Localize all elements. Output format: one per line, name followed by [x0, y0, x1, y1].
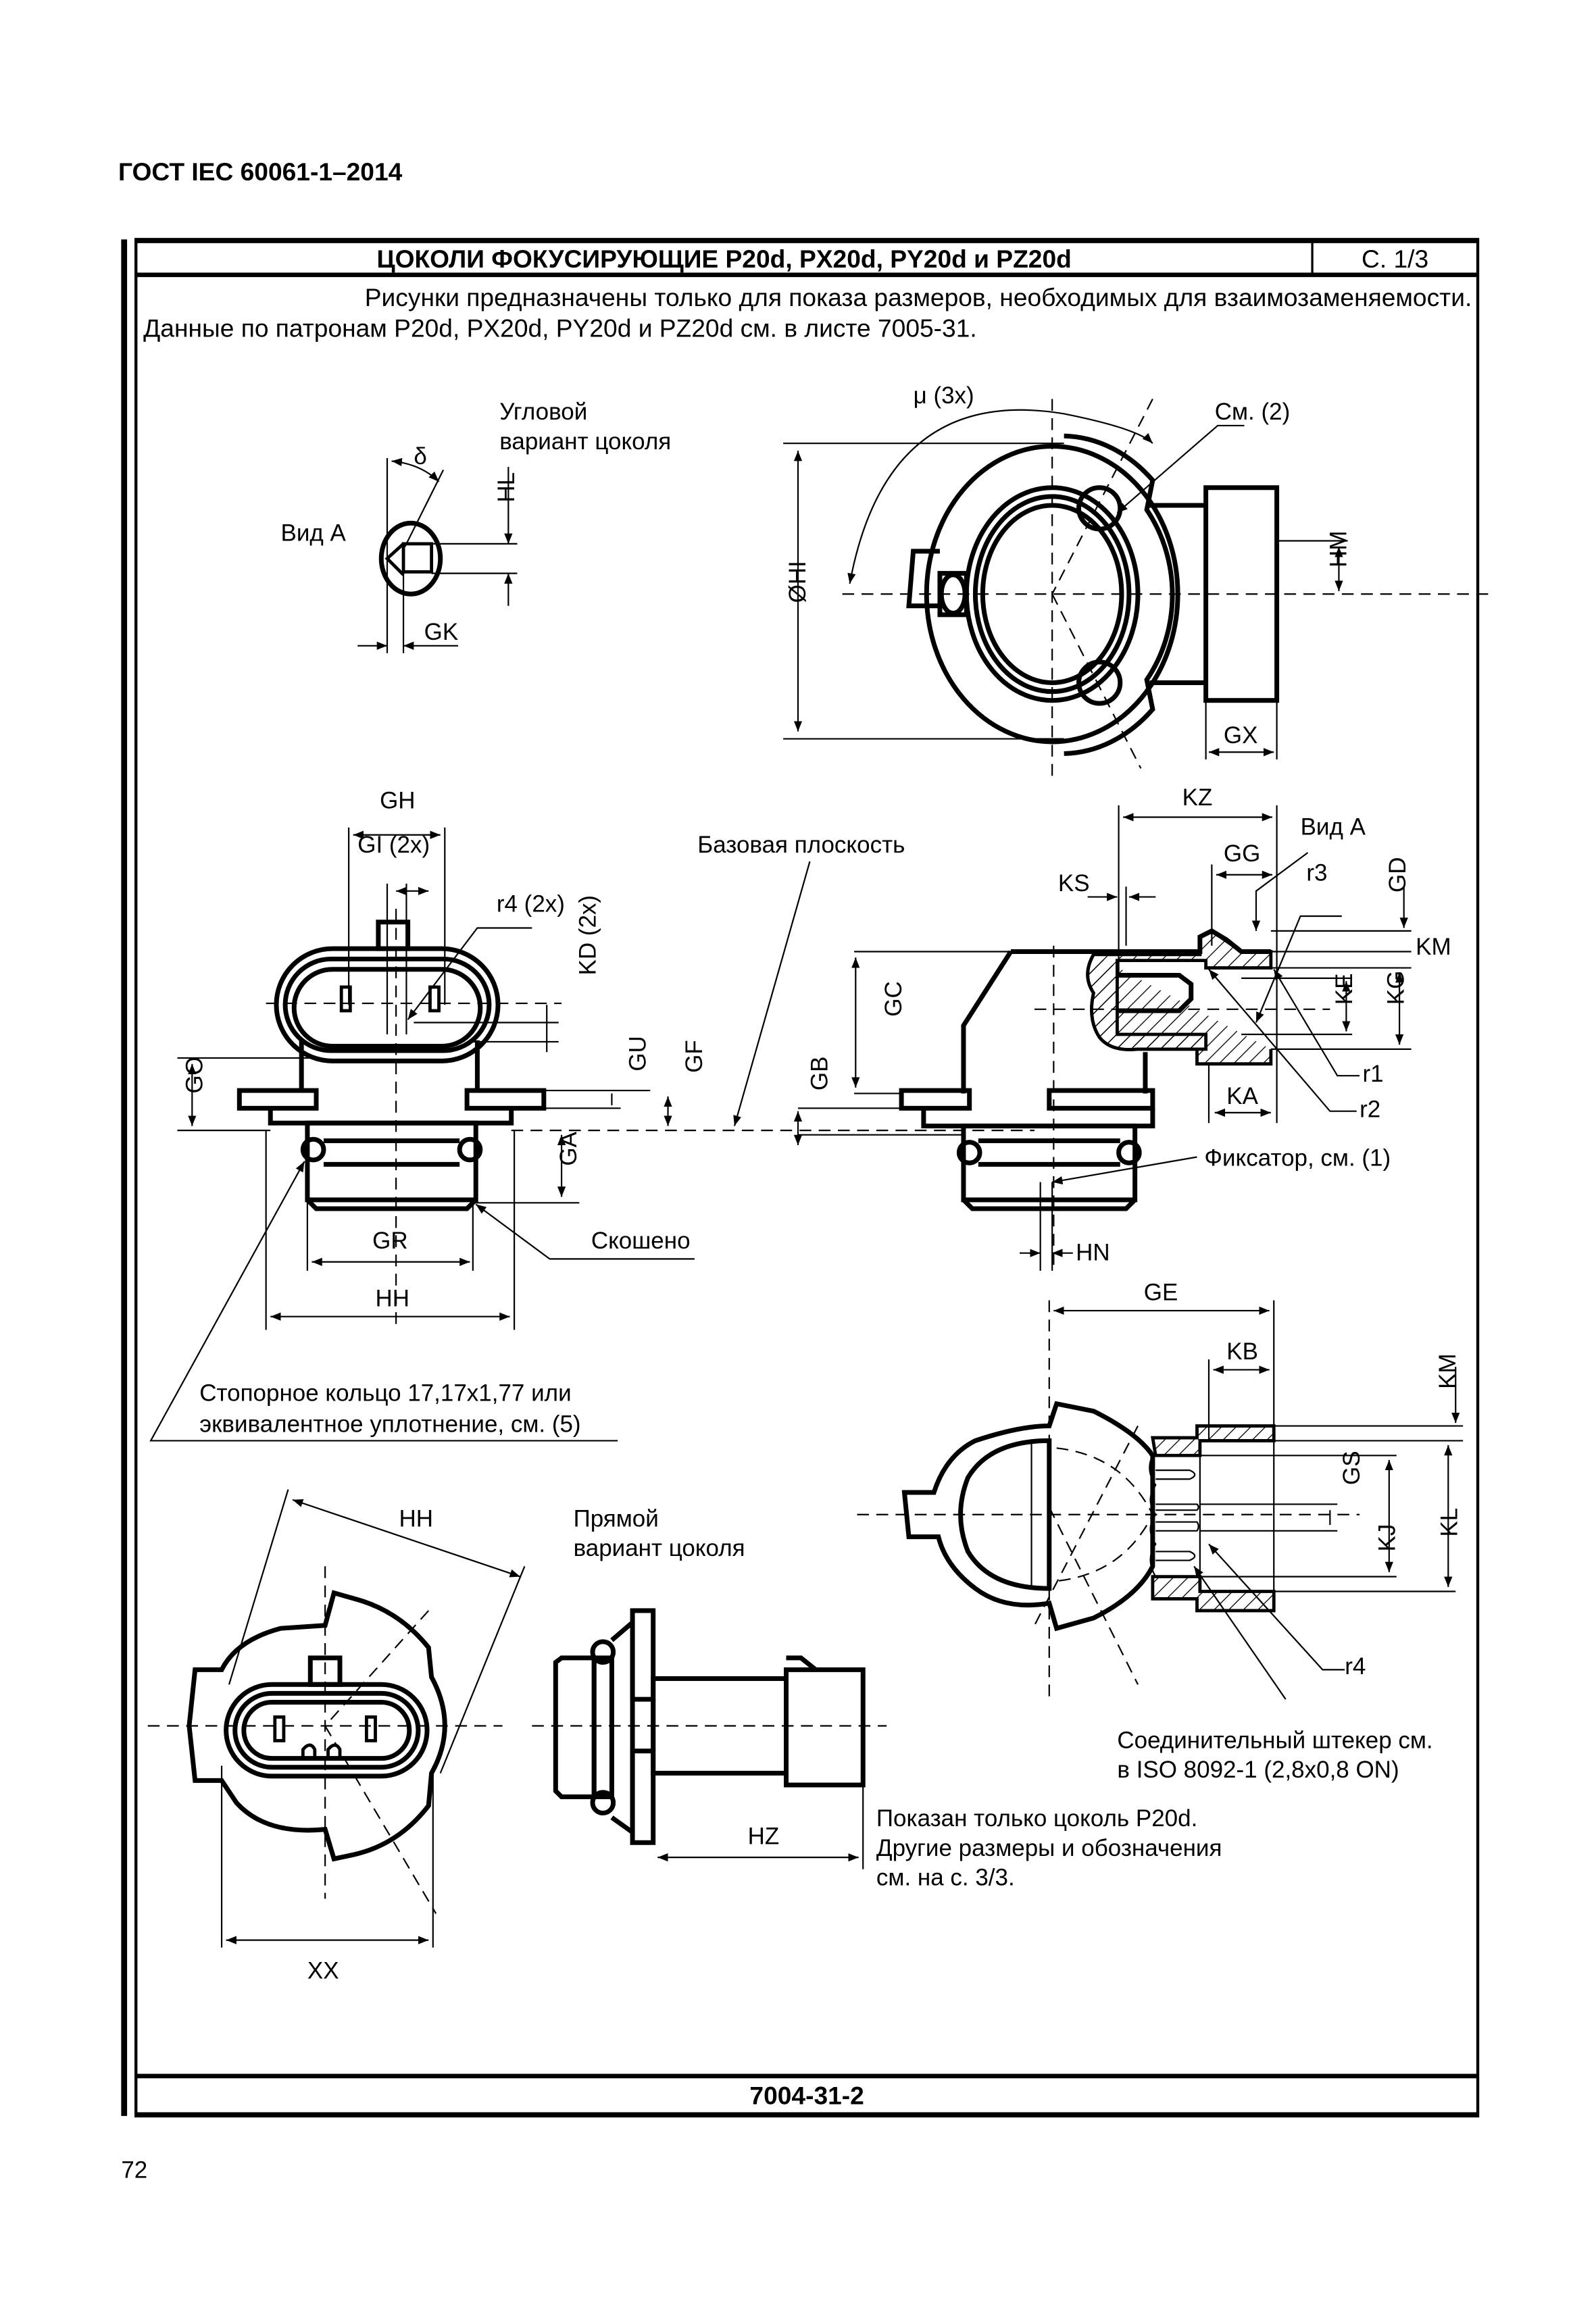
dim-hz: HZ [748, 1823, 780, 1849]
note-2-ref: См. (2) [1215, 399, 1291, 425]
angled-variant-line1: Угловой [499, 399, 587, 425]
chamfer-label: Скошено [591, 1228, 691, 1254]
dim-ka: KA [1226, 1083, 1258, 1109]
latch-note: Фиксатор, см. (1) [1204, 1145, 1391, 1172]
dim-gu: GU [625, 1036, 651, 1071]
connector-note-line2: в ISO 8092-1 (2,8x0,8 ON) [1117, 1757, 1399, 1783]
dim-kb: KB [1226, 1338, 1258, 1365]
dim-kj: KJ [1374, 1524, 1401, 1552]
dim-delta: δ [414, 443, 426, 470]
dim-gr: GR [372, 1228, 407, 1254]
dim-mu: μ (3x) [914, 382, 974, 409]
dim-hi: ØHI [784, 561, 811, 603]
dim-xx: XX [307, 1957, 339, 1984]
dim-hh-straight: HH [399, 1505, 434, 1532]
intro-text-line1: Рисунки предназначены только для показа … [365, 283, 1472, 311]
dim-hl: HL [493, 472, 520, 503]
dim-kl: KL [1436, 1508, 1462, 1537]
reference-plane-label: Базовая плоскость [697, 832, 905, 858]
note-p20d-line3: см. на с. 3/3. [876, 1865, 1015, 1891]
view-a-drawing [357, 457, 518, 653]
dim-go: GO [182, 1057, 208, 1093]
ring-note-line1: Стопорное кольцо 17,17x1,77 или [199, 1380, 571, 1406]
straight-variant-line2: вариант цоколя [574, 1535, 745, 1561]
sheet-page-ref: С. 1/3 [1362, 245, 1428, 273]
straight-variant-line1: Прямой [574, 1505, 659, 1532]
dim-gc: GC [880, 981, 907, 1016]
front-view-drawing [149, 827, 1034, 1442]
dim-gf: GF [681, 1040, 707, 1073]
view-a-caption: Вид А [281, 520, 347, 547]
straight-side-view-drawing [532, 1608, 887, 1869]
dim-r1: r1 [1362, 1061, 1383, 1087]
page-number: 72 [121, 2157, 147, 2184]
standard-designation: ГОСТ IEC 60061-1–2014 [118, 157, 403, 186]
dim-gk: GK [424, 619, 459, 645]
connector-note-line1: Соединительный штекер см. [1117, 1727, 1432, 1753]
dim-ge: GE [1144, 1280, 1178, 1306]
dim-hh-front: HH [376, 1285, 410, 1311]
dim-gd: GD [1385, 857, 1411, 892]
dim-ga: GA [555, 1131, 582, 1165]
dim-kd: KD (2x) [574, 895, 601, 976]
dim-kz: KZ [1182, 784, 1213, 811]
dim-gx: GX [1224, 722, 1258, 749]
dim-km-section: KM [1435, 1353, 1461, 1388]
dim-kg: KG [1383, 971, 1410, 1005]
dim-gg: GG [1224, 840, 1260, 867]
dim-gs: GS [1339, 1451, 1365, 1485]
dim-r2: r2 [1360, 1096, 1380, 1122]
note-p20d-line2: Другие размеры и обозначения [876, 1835, 1222, 1861]
dim-r4-front: r4 (2x) [497, 890, 565, 917]
dim-gb: GB [807, 1057, 833, 1091]
dim-gh: GH [380, 787, 415, 813]
sheet-number: 7004-31-2 [749, 2081, 864, 2109]
section-view-drawing [857, 1300, 1464, 1700]
sheet-title: ЦОКОЛИ ФОКУСИРУЮЩИЕ P20d, PX20d, PY20d и… [376, 245, 1071, 273]
note-p20d-line1: Показан только цоколь P20d. [876, 1805, 1197, 1832]
dim-km-side: KM [1416, 934, 1451, 960]
straight-front-view-drawing [147, 1489, 526, 1948]
ring-note-line2: эквивалентное уплотнение, см. (5) [199, 1411, 580, 1437]
sheet-frame [121, 238, 1480, 2118]
dim-ke: KE [1331, 974, 1357, 1005]
view-a-pointer-label: Вид А [1301, 814, 1366, 840]
dim-ks: KS [1058, 870, 1090, 897]
dim-hn: HN [1076, 1240, 1110, 1266]
dim-hm: HM [1325, 530, 1351, 567]
dim-r4-section: r4 [1345, 1653, 1366, 1680]
angled-variant-line2: вариант цоколя [499, 428, 671, 455]
top-view-drawing [783, 399, 1493, 784]
intro-text-line2: Данные по патронам P20d, PX20d, PY20d и … [143, 314, 977, 343]
dim-r3: r3 [1306, 860, 1327, 886]
dim-gi: GI (2x) [357, 832, 430, 858]
side-view-drawing [793, 805, 1412, 1271]
